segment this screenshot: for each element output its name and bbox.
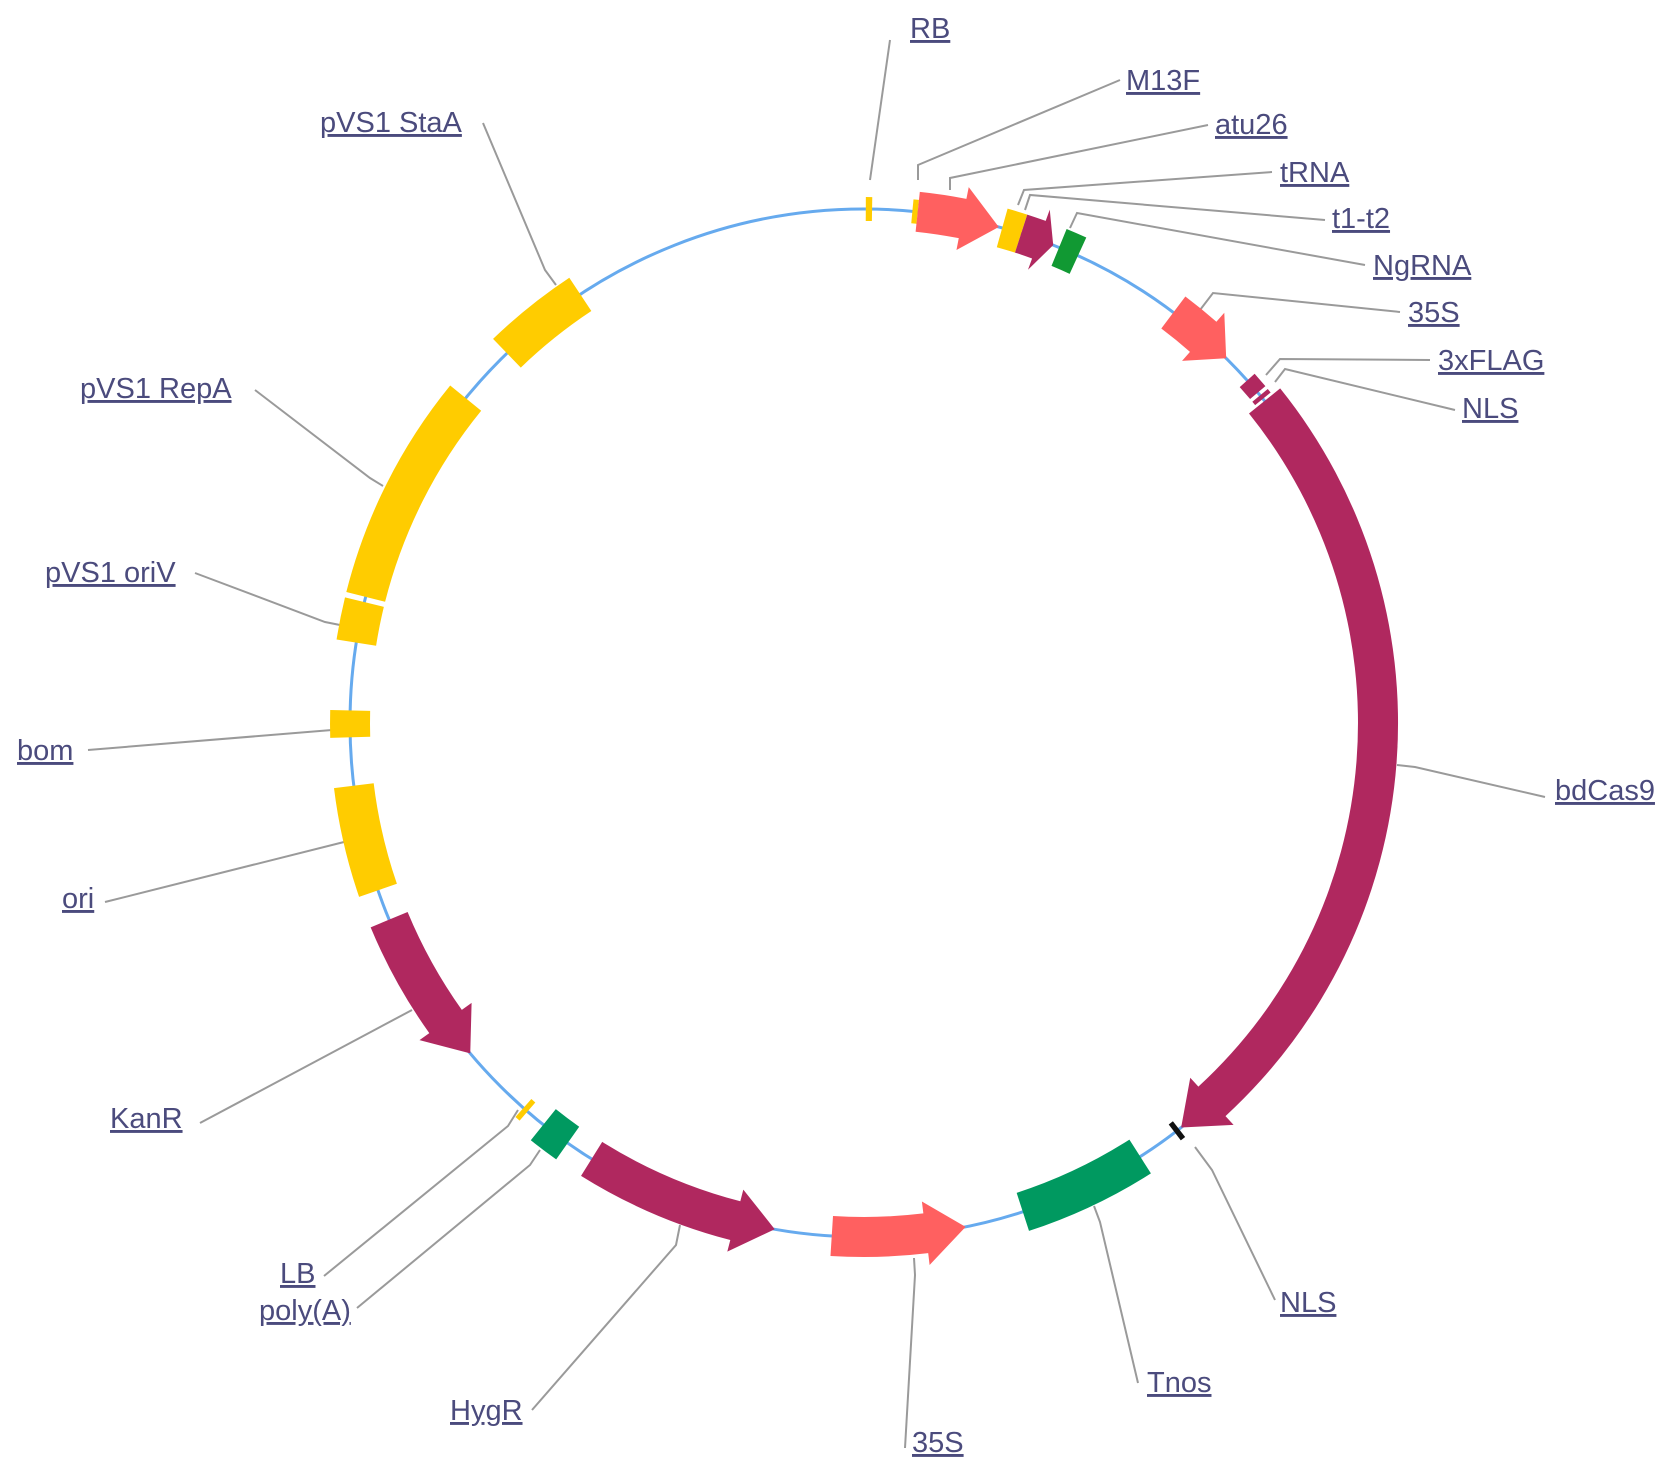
feature-nls[interactable] (1252, 388, 1271, 406)
leader-line-pvs1-oriv (194, 572, 341, 626)
leader-line-3xflag (1265, 357, 1431, 376)
label-pvs1-staa[interactable]: pVS1 StaA (320, 107, 463, 139)
leader-line-bdcas9 (1396, 764, 1546, 798)
label-nls[interactable]: NLS (1280, 1287, 1336, 1319)
feature-trna[interactable] (996, 208, 1028, 253)
label-kanr[interactable]: KanR (110, 1103, 183, 1135)
leader-lines (87, 39, 1546, 1449)
label-lb[interactable]: LB (280, 1258, 315, 1290)
label-bom[interactable]: bom (17, 735, 73, 767)
label-nls[interactable]: NLS (1462, 393, 1518, 425)
label-rb[interactable]: RB (910, 13, 950, 45)
leader-line-trna (1017, 171, 1273, 206)
leader-line-t1-t2 (1024, 193, 1326, 221)
leader-line-nls (1194, 1146, 1276, 1301)
feature-35s[interactable] (830, 1201, 966, 1266)
leader-line-ngrna (1069, 211, 1366, 266)
feature-hygr[interactable] (581, 1141, 775, 1252)
label-pvs1-oriv[interactable]: pVS1 oriV (45, 557, 176, 589)
label-bdcas9[interactable]: bdCas9 (1555, 775, 1655, 807)
label-35s[interactable]: 35S (912, 1427, 964, 1459)
feature-t1-t2[interactable] (1015, 209, 1054, 270)
feature-rb[interactable] (865, 197, 873, 222)
leader-line-rb (869, 39, 891, 181)
label-poly-a[interactable]: poly(A) (259, 1295, 351, 1327)
label-35s[interactable]: 35S (1408, 297, 1460, 329)
feature-bdcas9[interactable] (1181, 388, 1399, 1128)
leader-line-lb (323, 1109, 519, 1277)
feature-m13f[interactable] (911, 199, 919, 224)
feature-kanr[interactable] (370, 912, 472, 1054)
feature-35s[interactable] (1161, 296, 1227, 361)
leader-line-m13f (917, 79, 1121, 180)
label-t1-t2[interactable]: t1-t2 (1332, 203, 1390, 235)
feature-3xflag[interactable] (1239, 373, 1266, 400)
label-3xflag[interactable]: 3xFLAG (1438, 345, 1544, 377)
feature-ngrna[interactable] (1051, 228, 1087, 274)
label-trna[interactable]: tRNA (1280, 157, 1350, 189)
label-m13f[interactable]: M13F (1126, 65, 1200, 97)
feature-poly-a[interactable] (530, 1109, 580, 1160)
leader-line-kanr (199, 1009, 413, 1124)
label-ori[interactable]: ori (62, 883, 94, 915)
leader-line-ori (104, 841, 345, 903)
label-tnos[interactable]: Tnos (1147, 1367, 1211, 1399)
label-pvs1-repa[interactable]: pVS1 RepA (80, 373, 232, 405)
leader-line-bom (87, 729, 333, 751)
feature-arcs (330, 187, 1399, 1266)
feature-lb[interactable] (515, 1098, 536, 1121)
leader-line-poly-a (356, 1149, 541, 1309)
leader-line-pvs1-staa (482, 122, 557, 286)
feature-pvs1-oriv[interactable] (336, 597, 384, 646)
feature-tnos[interactable] (1016, 1139, 1151, 1231)
leader-line-nls (1274, 367, 1456, 411)
feature-ori[interactable] (334, 783, 397, 897)
feature-pvs1-repa[interactable] (346, 385, 482, 602)
feature-atu26[interactable] (915, 187, 999, 250)
leader-line-pvs1-repa (254, 389, 384, 487)
label-atu26[interactable]: atu26 (1215, 109, 1288, 141)
leader-line-35s (904, 1257, 917, 1449)
label-hygr[interactable]: HygR (450, 1395, 523, 1427)
feature-pvs1-staa[interactable] (493, 277, 592, 368)
leader-line-35s (1199, 291, 1401, 313)
label-ngrna[interactable]: NgRNA (1373, 250, 1472, 282)
leader-line-tnos (1093, 1205, 1139, 1384)
leader-line-atu26 (949, 124, 1209, 190)
feature-bom[interactable] (330, 710, 371, 738)
feature-nls[interactable] (1168, 1121, 1186, 1141)
leader-line-hygr (531, 1224, 681, 1411)
